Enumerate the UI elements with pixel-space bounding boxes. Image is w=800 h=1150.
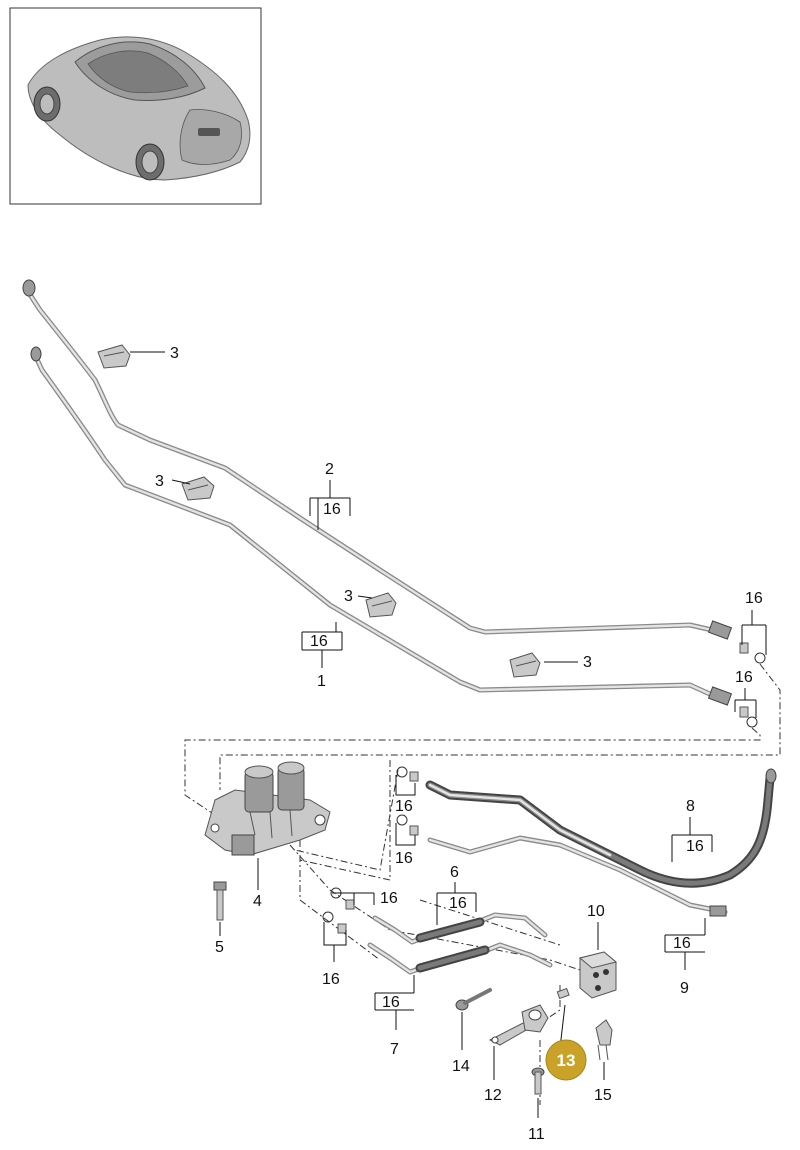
label-14: 14 (452, 1058, 470, 1075)
label-16-seal-a: 16 (395, 798, 413, 815)
label-3-d: 3 (583, 654, 592, 671)
brake-pipe-9[interactable] (427, 835, 728, 917)
label-16-at-6: 16 (449, 895, 467, 912)
label-3-c: 3 (344, 588, 353, 605)
bolt-14[interactable] (455, 988, 492, 1011)
label-5: 5 (215, 939, 224, 956)
assembly-line-hoses (289, 760, 581, 1105)
label-10: 10 (587, 903, 605, 920)
car-window (87, 50, 189, 94)
label-1: 1 (317, 673, 326, 690)
brake-hose-6[interactable] (372, 912, 548, 945)
label-16-right-upper: 16 (745, 590, 763, 607)
clip-3-c[interactable] (365, 592, 397, 618)
brake-hose-8[interactable] (425, 768, 777, 888)
label-3-a: 3 (170, 345, 179, 362)
label-2: 2 (325, 461, 334, 478)
bolt-5[interactable] (213, 881, 227, 921)
label-12: 12 (484, 1087, 502, 1104)
label-16-at-8: 16 (686, 838, 704, 855)
label-16-at-9: 16 (673, 935, 691, 952)
clip-3-d[interactable] (509, 652, 541, 678)
label-16-seal-b: 16 (395, 850, 413, 867)
car-rear (179, 109, 242, 165)
label-6: 6 (450, 864, 459, 881)
clip-3-a[interactable] (97, 344, 131, 369)
label-16-at-7: 16 (382, 994, 400, 1011)
label-7: 7 (390, 1041, 399, 1058)
label-16-at-2: 16 (323, 501, 341, 518)
brake-pipe-1[interactable] (30, 346, 715, 698)
label-11: 11 (528, 1126, 545, 1143)
label-16-at-1: 16 (310, 633, 328, 650)
hydraulic-unit-4[interactable] (204, 761, 331, 856)
assembly-line-right-loop (184, 663, 781, 816)
badge-13-circle (545, 1039, 587, 1081)
label-3-b: 3 (155, 473, 164, 490)
brake-pipe-2[interactable] (22, 279, 715, 635)
distributor-block-10[interactable] (578, 951, 618, 999)
label-4: 4 (253, 893, 262, 910)
label-16-low-left: 16 (322, 971, 340, 988)
spacer (556, 987, 570, 1000)
pipe-2-end-fitting (707, 620, 766, 664)
bolt-11[interactable] (531, 1067, 545, 1095)
label-16-right-lower: 16 (735, 669, 753, 686)
label-8: 8 (686, 798, 695, 815)
clip-15[interactable] (595, 1019, 613, 1061)
seal-rings-16 (322, 766, 419, 934)
badge-13[interactable]: 13 (545, 1039, 587, 1081)
brake-hose-7[interactable] (367, 942, 553, 975)
label-9: 9 (680, 980, 689, 997)
pipe-1-end-fitting (707, 686, 758, 728)
label-15: 15 (594, 1087, 612, 1104)
badge-13-label: 13 (557, 1051, 576, 1070)
label-16-mid: 16 (380, 890, 398, 907)
clip-3-b[interactable] (181, 476, 215, 501)
bushing-13-part[interactable] (521, 1004, 549, 1033)
car-thumbnail[interactable] (9, 7, 262, 205)
